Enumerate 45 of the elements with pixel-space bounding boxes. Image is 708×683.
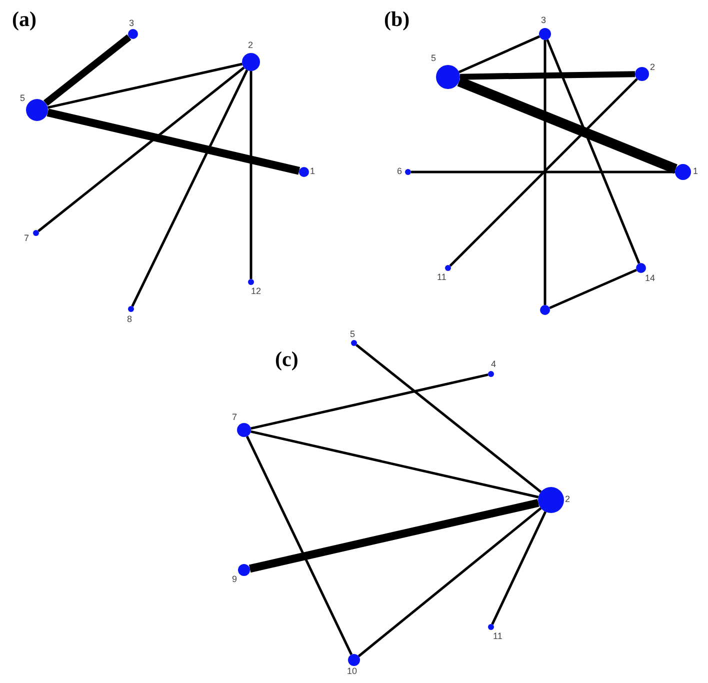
node-label: 3 xyxy=(129,18,134,28)
connector-line xyxy=(38,66,245,232)
node-label: 11 xyxy=(493,631,502,641)
node-label: 10 xyxy=(347,666,358,676)
node-label: 3 xyxy=(541,15,546,25)
connector-line xyxy=(411,170,675,174)
connector-line xyxy=(544,40,546,305)
connector-line xyxy=(131,70,248,307)
connector-line xyxy=(546,39,640,264)
node-label: 14 xyxy=(645,273,656,283)
node-label: 8 xyxy=(127,314,132,324)
node-label: 2 xyxy=(565,494,570,504)
node-label: 9 xyxy=(232,574,238,584)
node-label: 7 xyxy=(232,412,238,422)
node-label: 7 xyxy=(24,233,30,243)
connector-line xyxy=(250,430,539,498)
node-label: 11 xyxy=(437,272,446,282)
connector-line xyxy=(458,35,540,74)
connector-line xyxy=(250,373,488,430)
node-label: 1 xyxy=(693,166,698,176)
connector-line xyxy=(246,436,353,656)
node-label: 6 xyxy=(397,166,402,176)
connector-line xyxy=(250,71,252,279)
node-label: 5 xyxy=(20,93,26,103)
connector-line xyxy=(460,71,636,80)
connector-line xyxy=(449,78,638,267)
node-label: 12 xyxy=(251,286,262,296)
node-label: 5 xyxy=(350,329,356,339)
connector-line xyxy=(491,511,547,625)
node-label: 2 xyxy=(248,40,254,50)
node-label: 5 xyxy=(431,53,436,63)
panel-label: (b) xyxy=(384,8,410,30)
connector-line xyxy=(549,268,637,310)
connector-line xyxy=(248,498,540,573)
panel-label: (a) xyxy=(12,8,36,30)
node-label: 2 xyxy=(650,62,656,72)
connector-line xyxy=(457,76,678,174)
connector-line xyxy=(47,62,242,109)
connector-line xyxy=(43,34,132,106)
connector-line xyxy=(358,507,542,658)
connector-line xyxy=(356,344,542,493)
node-label: 1 xyxy=(310,166,316,176)
node-label: 4 xyxy=(491,359,496,369)
connector-line xyxy=(46,108,300,175)
panel-label: (c) xyxy=(275,348,298,370)
